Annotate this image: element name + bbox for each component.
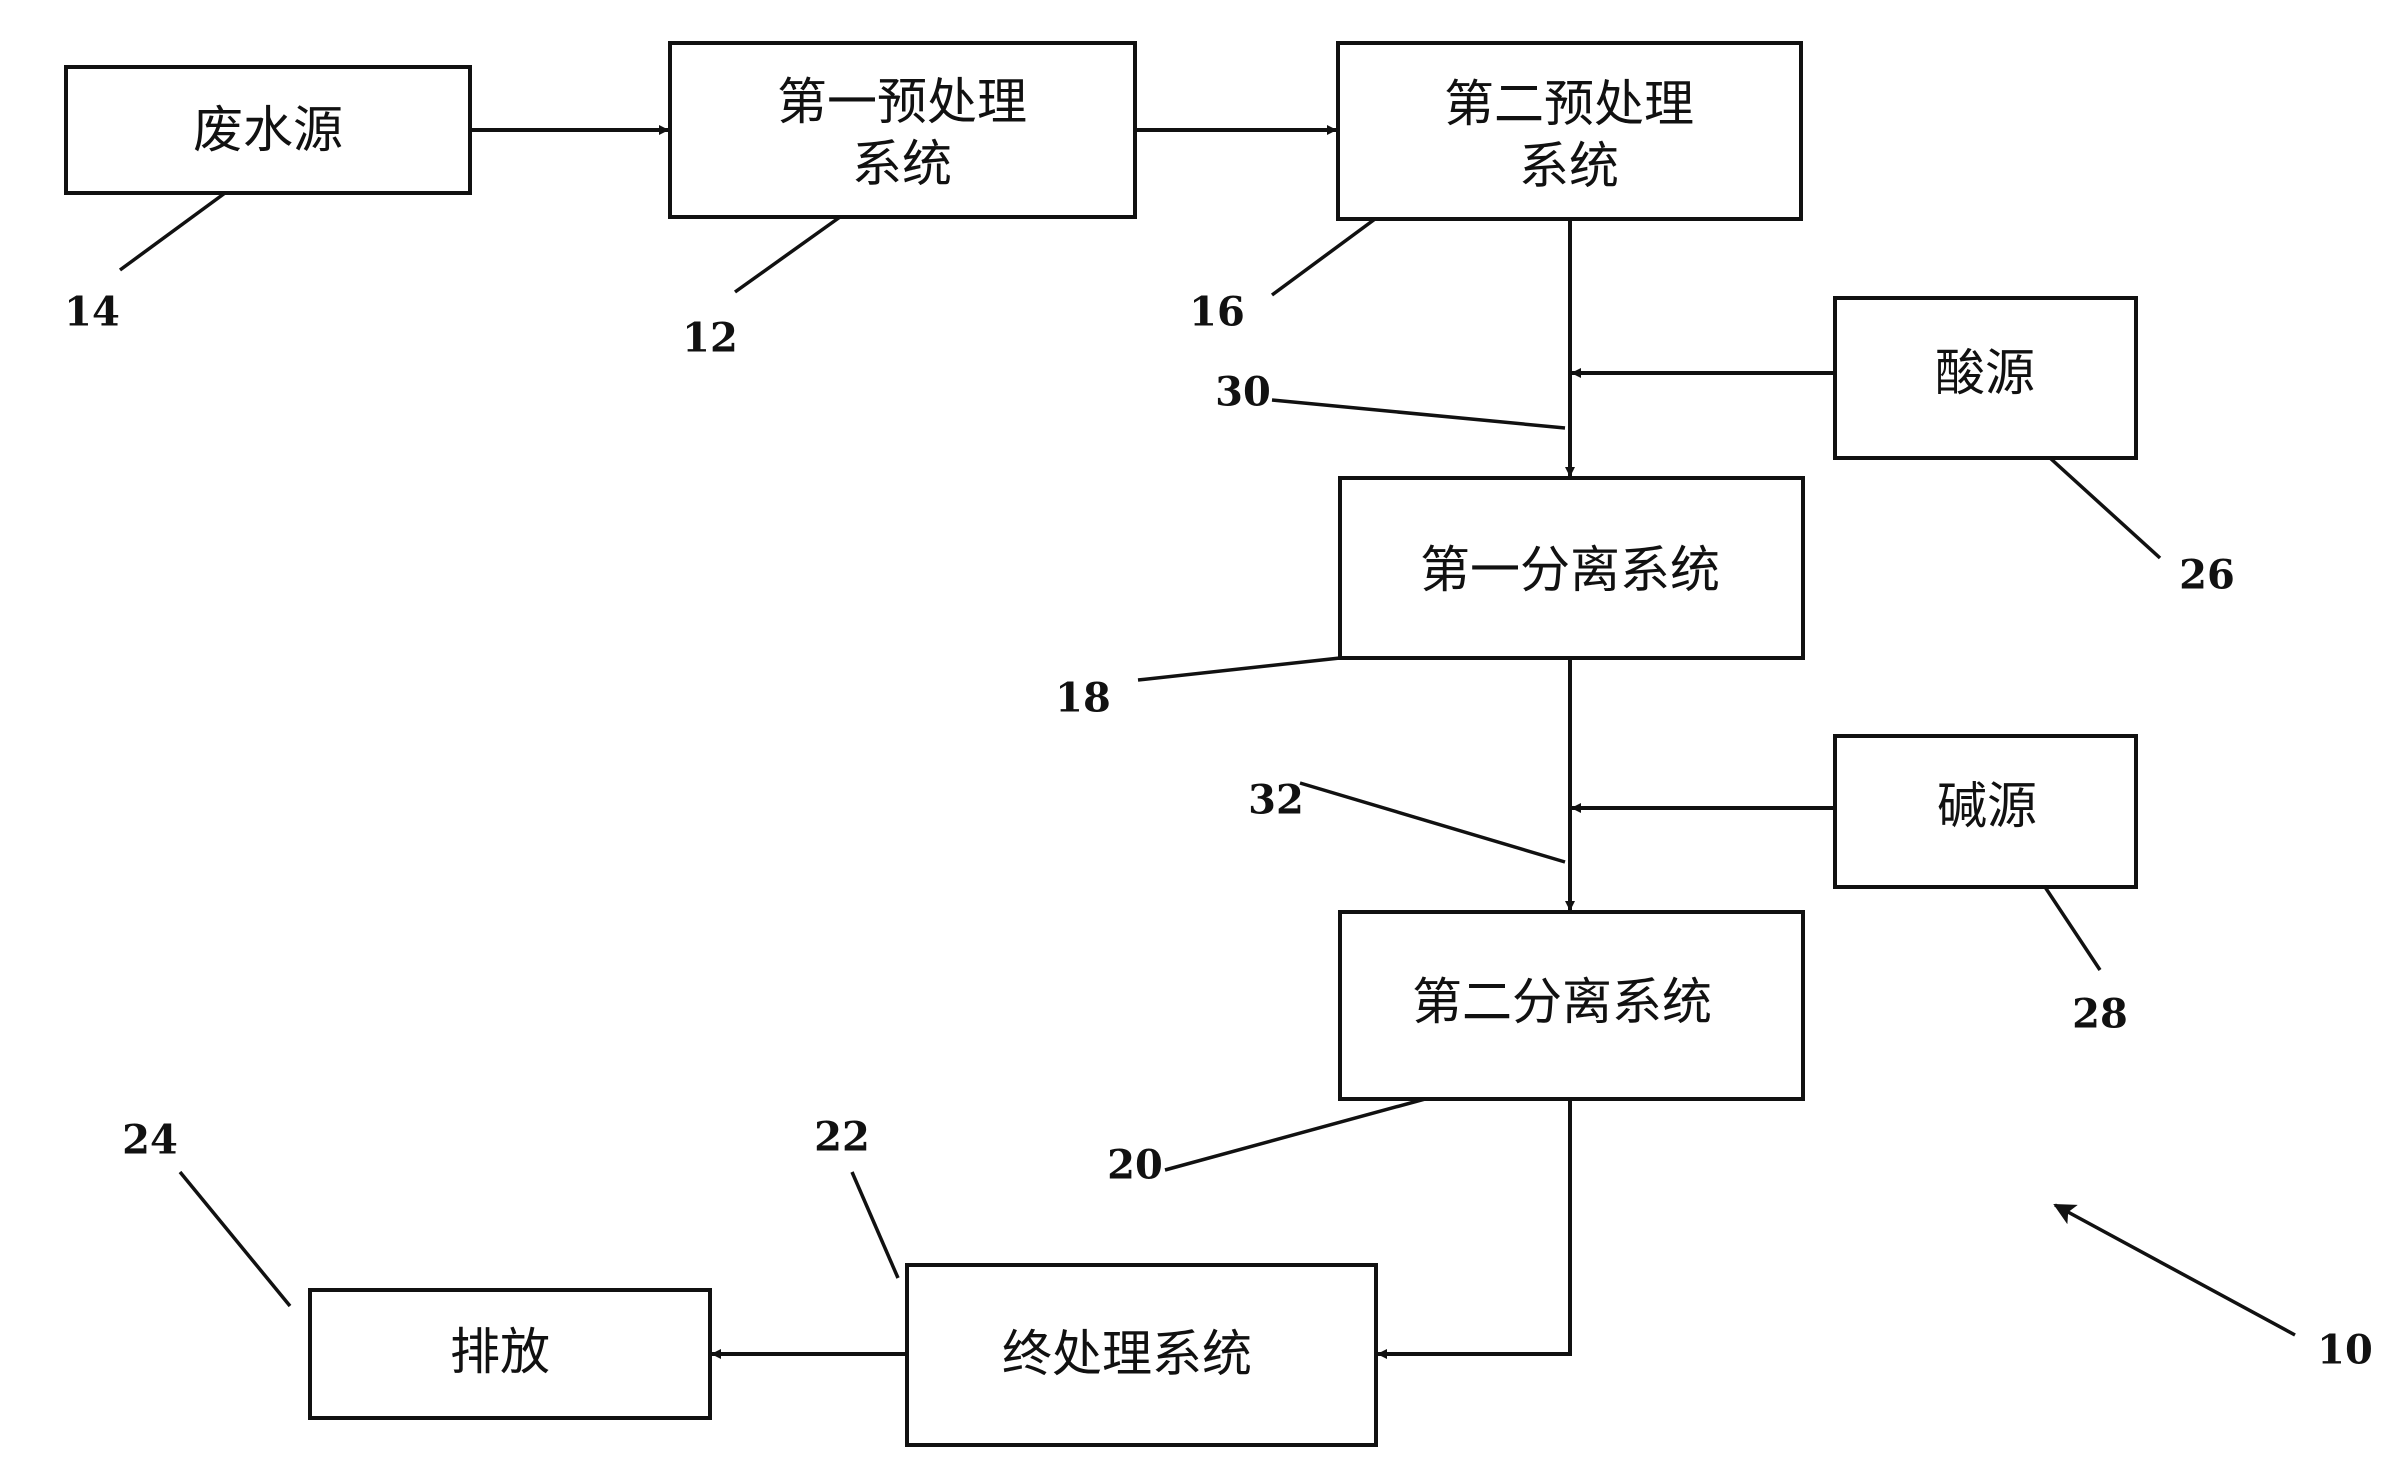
leader-26 <box>2048 456 2162 560</box>
box-acid-source-label: 酸源 <box>1935 344 2035 402</box>
box-final-treatment-label: 终处理系统 <box>1002 1325 1252 1383</box>
ref-12: 12 <box>682 315 738 362</box>
ref-22: 22 <box>814 1114 870 1161</box>
box-second-separation: 第二分离系统 <box>1338 910 1805 1101</box>
box-acid-source: 酸源 <box>1833 296 2138 460</box>
ref-24: 24 <box>122 1117 178 1164</box>
leader-24 <box>178 1170 292 1308</box>
ref-30: 30 <box>1215 369 1271 416</box>
box-first-separation-label: 第一分离系统 <box>1420 541 1720 599</box>
box-first-pretreatment-label-line1: 第一预处理 <box>777 73 1027 131</box>
leader-12 <box>733 215 842 294</box>
box-first-pretreatment-label-line2: 系统 <box>852 135 952 193</box>
ref-26: 26 <box>2179 552 2235 599</box>
arrow-second-separation-to-final-treatment <box>1377 1099 1572 1359</box>
ref-18: 18 <box>1055 675 1111 722</box>
box-second-pretreatment: 第二预处理 系统 <box>1336 41 1803 221</box>
box-alkali-source: 碱源 <box>1833 734 2138 889</box>
ref-32: 32 <box>1248 777 1304 824</box>
box-wastewater-source: 废水源 <box>64 65 472 195</box>
leader-32 <box>1299 781 1566 864</box>
box-alkali-source-label: 碱源 <box>1937 777 2037 835</box>
box-second-separation-label: 第二分离系统 <box>1412 973 1712 1031</box>
box-first-pretreatment: 第一预处理 系统 <box>668 41 1137 219</box>
leader-14 <box>118 191 227 272</box>
ref-16: 16 <box>1189 289 1245 336</box>
ref-10: 10 <box>2317 1327 2373 1374</box>
ref-20: 20 <box>1107 1142 1163 1189</box>
box-first-separation: 第一分离系统 <box>1338 476 1805 660</box>
ref-28: 28 <box>2072 991 2128 1038</box>
leader-20 <box>1164 1097 1426 1172</box>
box-discharge: 排放 <box>308 1288 712 1420</box>
ref-14: 14 <box>64 289 120 336</box>
leader-16 <box>1270 217 1377 297</box>
box-wastewater-source-label: 废水源 <box>193 101 343 159</box>
box-final-treatment: 终处理系统 <box>905 1263 1378 1447</box>
leader-10-arrow <box>2053 1203 2296 1337</box>
box-discharge-label: 排放 <box>450 1323 550 1381</box>
box-second-pretreatment-label-line1: 第二预处理 <box>1444 75 1694 133</box>
leader-22 <box>850 1171 900 1279</box>
leader-30 <box>1271 398 1566 430</box>
box-second-pretreatment-label-line2: 系统 <box>1519 137 1619 195</box>
leader-18 <box>1137 656 1341 682</box>
leader-28 <box>2043 886 2102 971</box>
